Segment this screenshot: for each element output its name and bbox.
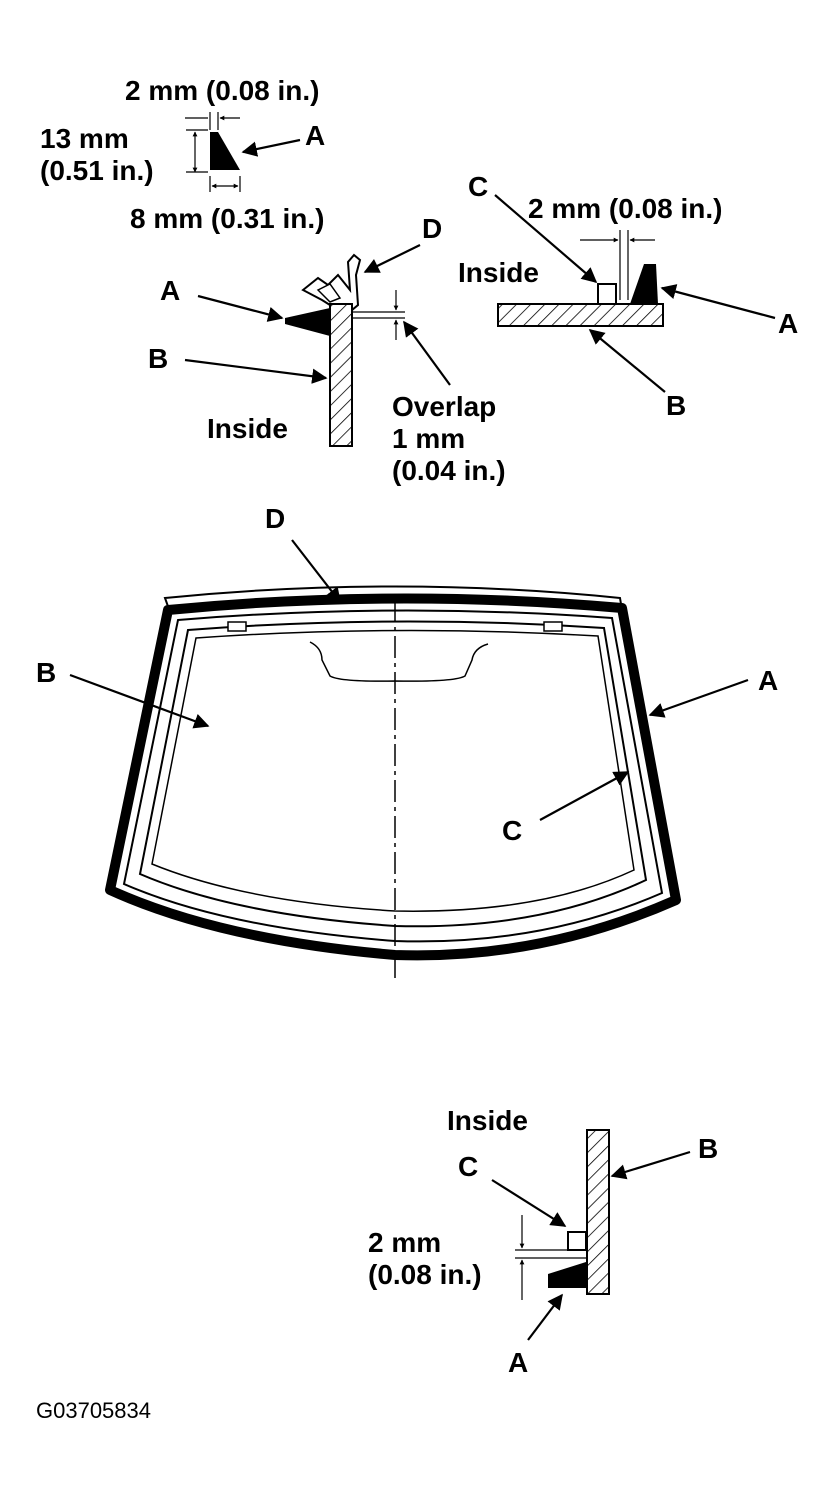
leader-b [184,358,328,384]
label-a: A [778,308,798,339]
glass-section [497,303,664,327]
label-a: A [758,665,778,696]
overlap-label: Overlap [392,391,496,422]
glass-section [586,1129,610,1295]
dam-section [285,308,330,336]
leader-c [494,194,598,284]
spacer-section [567,1231,587,1251]
label-a: A [508,1347,528,1378]
dim-2mm-label: 2 mm (0.08 in.) [125,75,320,106]
dam-outline [105,593,681,961]
lower-edge-section-detail: Inside B C 2 mm (0.08 in.) A [368,1105,718,1378]
clip-right [543,621,563,632]
dam-section [630,264,658,304]
glass-section [329,303,353,447]
dam-profile-detail: 2 mm (0.08 in.) 13 mm (0.51 in.) A 8 mm … [40,75,325,234]
overlap-inch-label: (0.04 in.) [392,455,506,486]
label-a2: A [160,275,180,306]
molding-clip [316,283,342,303]
label-d: D [265,503,285,534]
label-b: B [36,657,56,688]
label-b: B [148,343,168,374]
dim-label: 2 mm (0.08 in.) [528,193,723,224]
overlap-mm-label: 1 mm [392,423,465,454]
figure-code: G03705834 [36,1398,151,1423]
leader-a [648,678,749,718]
label-a: A [305,120,325,151]
leader-b [610,1150,691,1180]
inside-label: Inside [458,257,539,288]
dam-profile-shape [210,132,240,170]
label-c: C [468,171,488,202]
dim-inch-label: (0.08 in.) [368,1259,482,1290]
glass-edge [122,609,664,943]
leader-a [527,1293,563,1341]
leader-a [660,284,776,320]
leader-a [241,138,301,157]
label-d: D [422,213,442,244]
leader-a2 [197,294,284,322]
leader-c [539,771,630,821]
leader-overlap [403,320,451,386]
inner-line [151,629,635,912]
windshield-view: D B A C [36,503,778,978]
inside-label: Inside [207,413,288,444]
leader-d [291,539,341,604]
side-edge-section-detail: C 2 mm (0.08 in.) Inside A B [458,171,798,421]
spacer-section [597,283,617,305]
dim-13mm-inch-label: (0.51 in.) [40,155,154,186]
spacer-line [138,620,648,928]
label-b: B [698,1133,718,1164]
label-c: C [458,1151,478,1182]
label-b: B [666,390,686,421]
leader-b [588,329,666,393]
clip-left [227,621,247,632]
dim-label: 2 mm [368,1227,441,1258]
leader-c [491,1179,567,1227]
inside-label: Inside [447,1105,528,1136]
dam-section [548,1262,586,1288]
leader-b [69,673,210,729]
mirror-area [309,641,489,682]
dim-8mm-label: 8 mm (0.31 in.) [130,203,325,234]
label-c: C [502,815,522,846]
dim-13mm-label: 13 mm [40,123,129,154]
leader-d [363,244,421,273]
upper-edge-section-detail: D A B Inside Overlap 1 mm (0.04 in.) [148,213,506,486]
